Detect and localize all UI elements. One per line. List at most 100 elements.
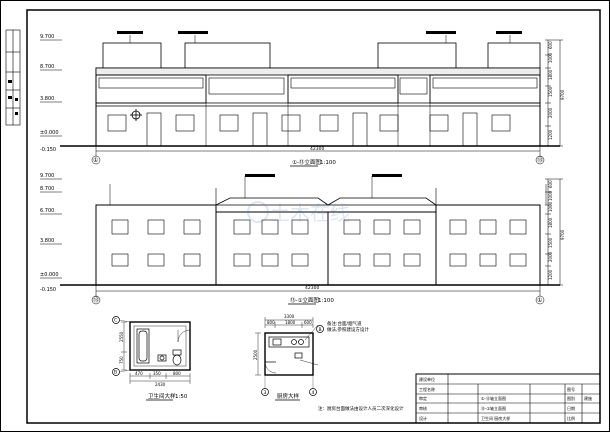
- elevation-bottom-caption: ⑬-①立面图 1:100: [288, 296, 334, 305]
- toilet-detail-caption: 卫生间大样 1:50: [146, 392, 188, 401]
- tb-cell: 日期: [567, 405, 575, 411]
- grid-bubble: 4: [312, 390, 315, 396]
- dim-text: 600: [304, 320, 312, 325]
- toilet-detail-text: C B 470 350 800 2430 2550 750: [114, 318, 181, 388]
- dim-text: 470: [135, 371, 143, 376]
- kitchen-note: 做法,参照建设方设计: [327, 326, 369, 333]
- tb-cell: 建施: [584, 395, 592, 401]
- level-label: -0.150: [40, 287, 56, 293]
- dim-text: 1500: [548, 86, 553, 97]
- tb-cell: 比例: [567, 415, 575, 421]
- elevation-top-levels: 9.700 8.700 3.800 ±0.000 -0.150: [40, 34, 59, 153]
- dim-text: 9700: [560, 89, 565, 100]
- toilet-detail: [112, 316, 191, 384]
- watermark-logo: 土木在线: [247, 201, 350, 225]
- grid-bubble-left: ⑬: [93, 296, 99, 304]
- elevation-top-labels: [117, 31, 522, 34]
- tb-cell: 图别: [567, 395, 575, 401]
- elevation-top-level-lines: [40, 39, 62, 137]
- grid-bubble-right: ①: [537, 297, 542, 304]
- dim-text: 1800: [548, 217, 553, 228]
- dim-text: 1000: [548, 52, 553, 63]
- tb-cell: 卫生间 厨房大样: [481, 415, 510, 421]
- elevation-bottom-axis: [91, 285, 545, 305]
- grid-bubble-left: ①: [93, 157, 98, 164]
- dim-text: 750: [119, 356, 124, 364]
- dim-text: 1800: [548, 69, 553, 80]
- overall-dimension: 42300: [310, 146, 324, 152]
- dim-text: 2000: [548, 251, 553, 262]
- level-label: 3.800: [40, 96, 54, 102]
- dim-text: 1000: [548, 201, 553, 212]
- level-label: 3.800: [40, 238, 54, 244]
- dim-text: 1800: [285, 320, 296, 325]
- grid-bubble-right: ⑬: [537, 156, 543, 164]
- level-label: -0.150: [40, 147, 56, 153]
- dim-text: 1200: [548, 269, 553, 280]
- caption-title: ⑬-①立面图: [290, 296, 319, 304]
- caption-scale: 1:100: [320, 160, 336, 166]
- dim-text: 2550: [119, 331, 124, 342]
- grid-bubble: C: [114, 318, 117, 324]
- title-block: [415, 373, 601, 424]
- elevation-top: [60, 35, 560, 147]
- dim-text: 1000: [548, 190, 553, 201]
- elevation-top-caption: ①-⑬立面图 1:100: [290, 158, 336, 167]
- kitchen-bottom-note: 注：厨房台面做法由设计人员二次深化设计: [318, 405, 404, 412]
- dim-text: 1200: [548, 129, 553, 140]
- dim-text: 800: [267, 320, 275, 325]
- elevation-bottom-right-dim-text: 600 1000 1000 1800 1500 2000 1200 9700: [548, 180, 565, 280]
- dim-text: 9700: [560, 229, 565, 240]
- title-block-text: 建设单位 工程名称 图号 审定 ①-⑬轴立面图 图别 建施 审核 ⑬-①轴立面图…: [419, 376, 592, 421]
- dim-text: 2430: [155, 382, 166, 387]
- tb-cell: 审核: [419, 405, 427, 411]
- tb-cell: 审定: [419, 395, 427, 401]
- level-label: 9.700: [40, 173, 54, 179]
- tb-cell: 工程名称: [419, 386, 435, 392]
- level-label: 8.700: [40, 186, 54, 192]
- tb-cell: 图号: [567, 386, 575, 392]
- binding-strip: [5, 29, 21, 126]
- inner-frame: [26, 9, 601, 424]
- svg-text:土木在线: 土木在线: [270, 201, 350, 225]
- dim-text: 350: [153, 371, 161, 376]
- level-label: 6.700: [40, 208, 54, 214]
- caption-scale: 1:100: [318, 298, 334, 304]
- level-label: 9.700: [40, 34, 54, 40]
- elevation-bottom-labels: [245, 174, 402, 177]
- elevation-top-axis: [91, 146, 545, 165]
- overall-dimension: 42300: [305, 285, 319, 291]
- kitchen-detail: [255, 317, 324, 396]
- dim-text: 2500: [253, 349, 258, 360]
- dim-text: 800: [173, 371, 181, 376]
- detail-title: 卫生间大样: [148, 392, 176, 400]
- elevation-top-right-dims: [545, 39, 563, 147]
- elevation-bottom-level-lines: [40, 178, 62, 279]
- grid-bubble: B: [114, 370, 117, 376]
- level-label: ±0.000: [40, 130, 59, 136]
- dim-text: 1500: [548, 237, 553, 248]
- level-label: 8.700: [40, 64, 54, 70]
- dim-text: 2000: [548, 107, 553, 118]
- grid-bubble: 3: [264, 390, 267, 396]
- kitchen-note: 备注:台面/烟气道: [327, 320, 362, 327]
- tb-cell: ⑬-①轴立面图: [481, 405, 506, 411]
- detail-title: 厨房大样: [277, 392, 300, 400]
- elevation-bottom-levels: 9.700 8.700 6.700 3.800 ±0.000 -0.150: [40, 173, 59, 293]
- elevation-bottom: [60, 176, 560, 286]
- elevation-top-right-dim-text: 600 1000 1800 1500 2000 1200 9700: [548, 41, 565, 140]
- detail-scale: 1:50: [175, 394, 188, 400]
- tb-cell: 设计: [419, 415, 427, 421]
- level-label: ±0.000: [40, 272, 59, 278]
- caption-title: ①-⑬立面图: [292, 158, 321, 166]
- kitchen-detail-text: 800 1800 600 3300 2500 B 3 4 备注:台面/烟气道 做…: [253, 314, 404, 412]
- grid-bubble: B: [319, 327, 322, 333]
- elevation-bottom-right-dims: [545, 178, 563, 286]
- tb-cell: ①-⑬轴立面图: [481, 395, 506, 401]
- dim-text: 600: [548, 180, 553, 188]
- tb-cell: 建设单位: [419, 376, 435, 382]
- kitchen-detail-caption: 厨房大样: [275, 392, 300, 401]
- dim-text: 3300: [284, 314, 295, 319]
- dim-text: 600: [548, 41, 553, 49]
